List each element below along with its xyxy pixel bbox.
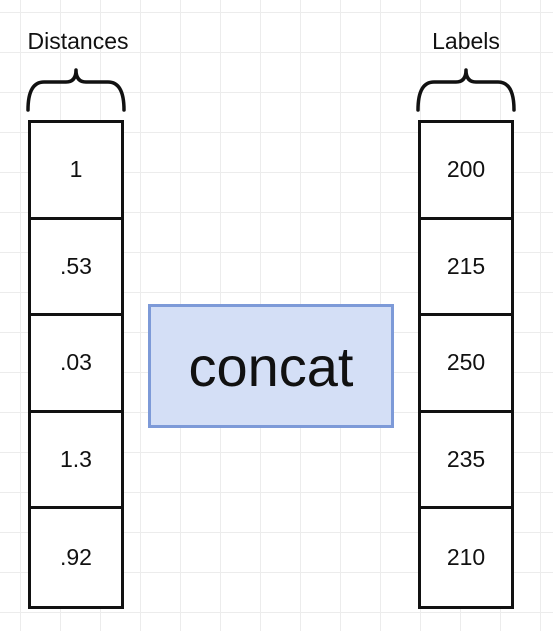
concat-operation-box: concat xyxy=(148,304,394,428)
distance-cell: 1.3 xyxy=(31,413,121,510)
distance-cell: .53 xyxy=(31,220,121,317)
label-cell: 210 xyxy=(446,544,486,571)
distances-brace xyxy=(26,68,126,112)
distance-cell: .92 xyxy=(60,544,92,571)
label-cell: 200 xyxy=(421,123,511,220)
label-cell: 215 xyxy=(421,220,511,317)
distances-column: 1 .53 .03 1.3 .92 xyxy=(28,120,124,609)
distance-cell: 1 xyxy=(31,123,121,220)
concat-label: concat xyxy=(188,334,354,398)
label-cell: 235 xyxy=(421,413,511,510)
labels-title: Labels xyxy=(432,28,500,54)
labels-brace xyxy=(416,68,516,112)
labels-column: 200 215 250 235 210 xyxy=(418,120,514,609)
distance-cell: .03 xyxy=(31,316,121,413)
distances-title: Distances xyxy=(27,28,129,54)
label-cell: 250 xyxy=(421,316,511,413)
